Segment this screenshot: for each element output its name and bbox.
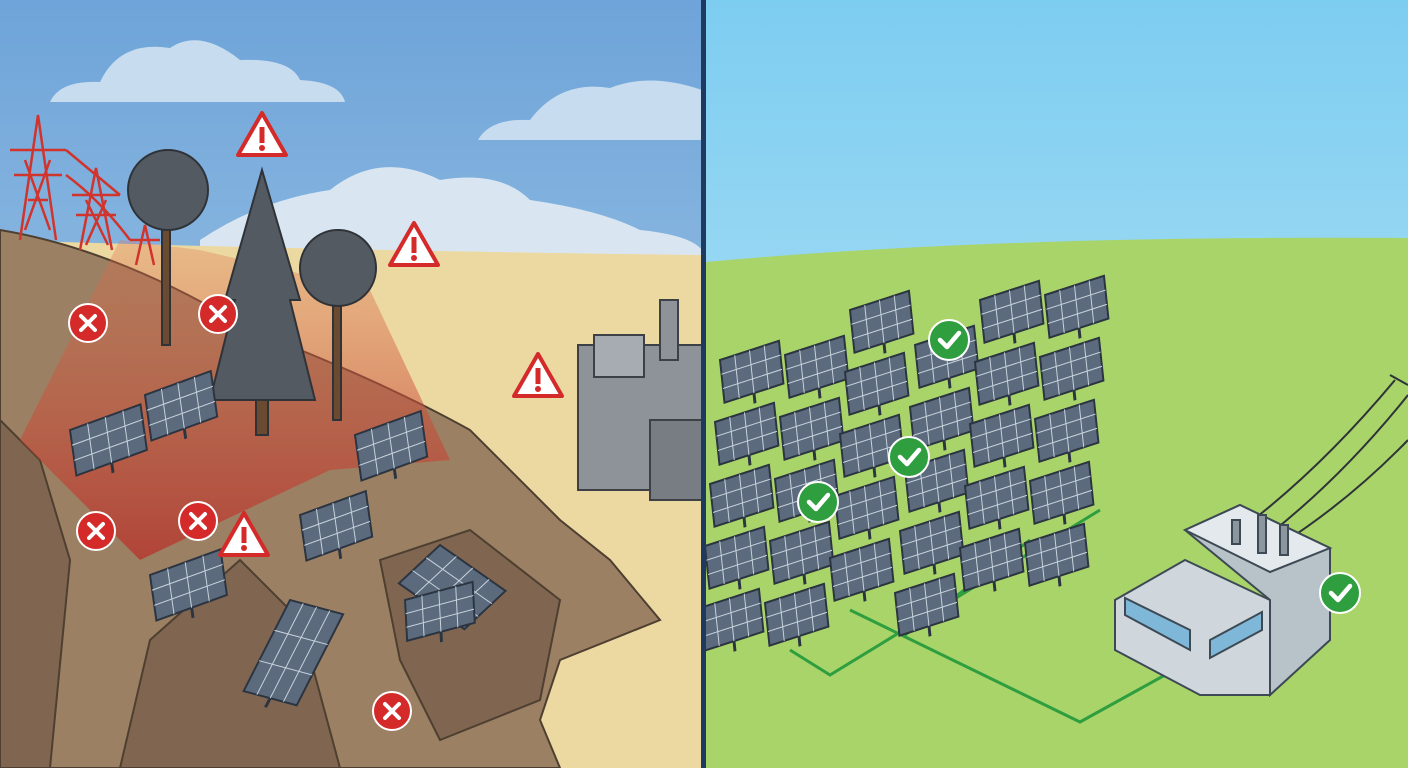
solar-panel-icon [783, 334, 850, 400]
solar-panel-icon [1043, 274, 1110, 340]
warning-triangle-icon [236, 111, 288, 157]
warning-triangle-icon [512, 352, 564, 398]
grid-lines [789, 508, 1166, 724]
tree-icon [127, 149, 377, 436]
x-circle-icon [372, 691, 412, 731]
check-circle-icon [1319, 572, 1361, 614]
solar-panel-icon [1038, 336, 1105, 402]
x-circle-icon [198, 294, 238, 334]
left-solar-panels [68, 369, 508, 708]
factory-icon [577, 299, 702, 501]
solar-panel-icon [353, 409, 429, 482]
warning-triangle-icon [218, 511, 270, 557]
solar-panel-icon [1028, 460, 1095, 526]
x-circle-icon [68, 303, 108, 343]
substation-icon [1114, 503, 1333, 698]
solar-panel-icon [298, 489, 374, 562]
solar-panel-icon [713, 401, 780, 467]
cliff-face [0, 418, 562, 768]
left-panel [0, 0, 702, 768]
divider [701, 0, 707, 768]
left-x-icons [68, 294, 412, 731]
solar-panel-icon [898, 510, 965, 576]
solar-panel-icon [968, 403, 1035, 469]
solar-panel-icon [833, 475, 900, 541]
power-tower-icon [10, 114, 160, 266]
solar-panel-icon [403, 580, 476, 643]
solar-panel-icon [242, 598, 345, 708]
right-check-icons [797, 319, 1361, 614]
solar-panel-icon [706, 525, 770, 591]
solar-panel-icon [706, 587, 765, 653]
solar-panel-icon [68, 402, 148, 477]
right-solar-panels [706, 274, 1110, 653]
solar-panel-icon [973, 341, 1040, 407]
check-circle-icon [797, 481, 839, 523]
x-circle-icon [76, 511, 116, 551]
solar-panel-icon [978, 279, 1045, 345]
solar-panel-icon [1033, 398, 1100, 464]
solar-panel-icon [843, 351, 910, 417]
solar-panel-icon [708, 463, 775, 529]
check-circle-icon [928, 319, 970, 361]
warning-triangle-icon [388, 221, 440, 267]
solar-panel-icon [148, 547, 228, 622]
solar-panel-icon [838, 413, 905, 479]
solar-panel-icon [828, 537, 895, 603]
solar-panel-icon [778, 396, 845, 462]
solar-panel-icon [848, 289, 915, 355]
solar-panel-icon [963, 465, 1030, 531]
solar-panel-icon [893, 572, 960, 638]
solar-panel-icon [143, 369, 219, 442]
right-panel [706, 0, 1408, 768]
x-circle-icon [178, 501, 218, 541]
solar-panel-icon [1023, 522, 1090, 588]
left-warning-icons [218, 111, 564, 557]
solar-panel-icon [718, 339, 785, 405]
check-circle-icon [888, 436, 930, 478]
solar-panel-icon [763, 582, 830, 648]
solar-panel-icon [768, 520, 835, 586]
solar-panel-icon [908, 386, 975, 452]
solar-panel-icon [958, 527, 1025, 593]
